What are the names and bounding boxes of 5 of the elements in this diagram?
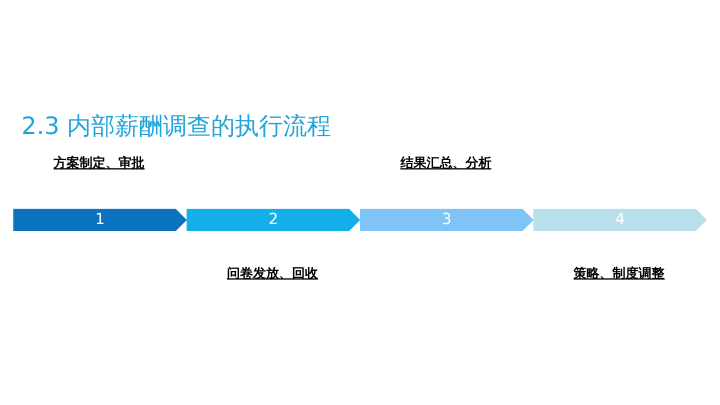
node-label: 方案制定、审批: [54, 156, 145, 172]
node-label: 结果汇总、分析: [400, 156, 492, 172]
node-label: 策略、制度调整: [574, 266, 665, 282]
node-label: 问卷发放、回收: [226, 266, 318, 282]
diagram-title: 2.3 内部薪酬调查的执行流程: [21, 112, 332, 140]
